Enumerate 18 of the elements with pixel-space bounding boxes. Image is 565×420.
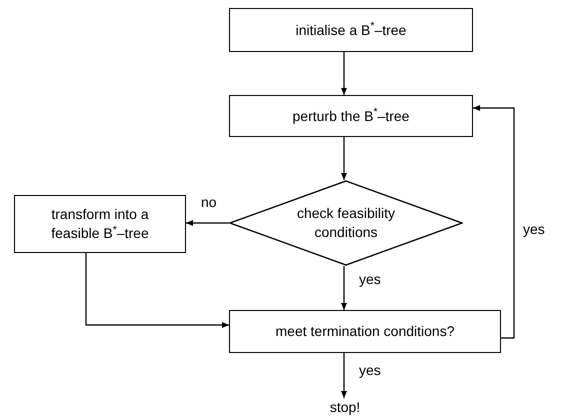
process-box — [229, 95, 473, 137]
process-box — [229, 8, 473, 52]
process-box — [229, 310, 501, 353]
arrow — [85, 253, 229, 328]
step-label: initialise a B$^{*}$–tree — [296, 20, 406, 40]
step-label: transform into a feasible B$^{*}$–tree — [50, 205, 150, 243]
arrow — [473, 105, 515, 339]
step-label: check feasibility conditions — [296, 204, 396, 242]
decision-diamond — [229, 180, 463, 266]
arrow — [341, 137, 347, 180]
step-label: stop! — [330, 398, 360, 416]
arrow — [341, 52, 347, 95]
step-label: meet termination conditions? — [276, 322, 454, 341]
arrow — [186, 220, 229, 226]
step-label: perturb the B$^{*}$–tree — [292, 106, 410, 126]
arrow — [341, 353, 347, 398]
arrow — [341, 266, 347, 310]
process-box — [14, 195, 186, 253]
